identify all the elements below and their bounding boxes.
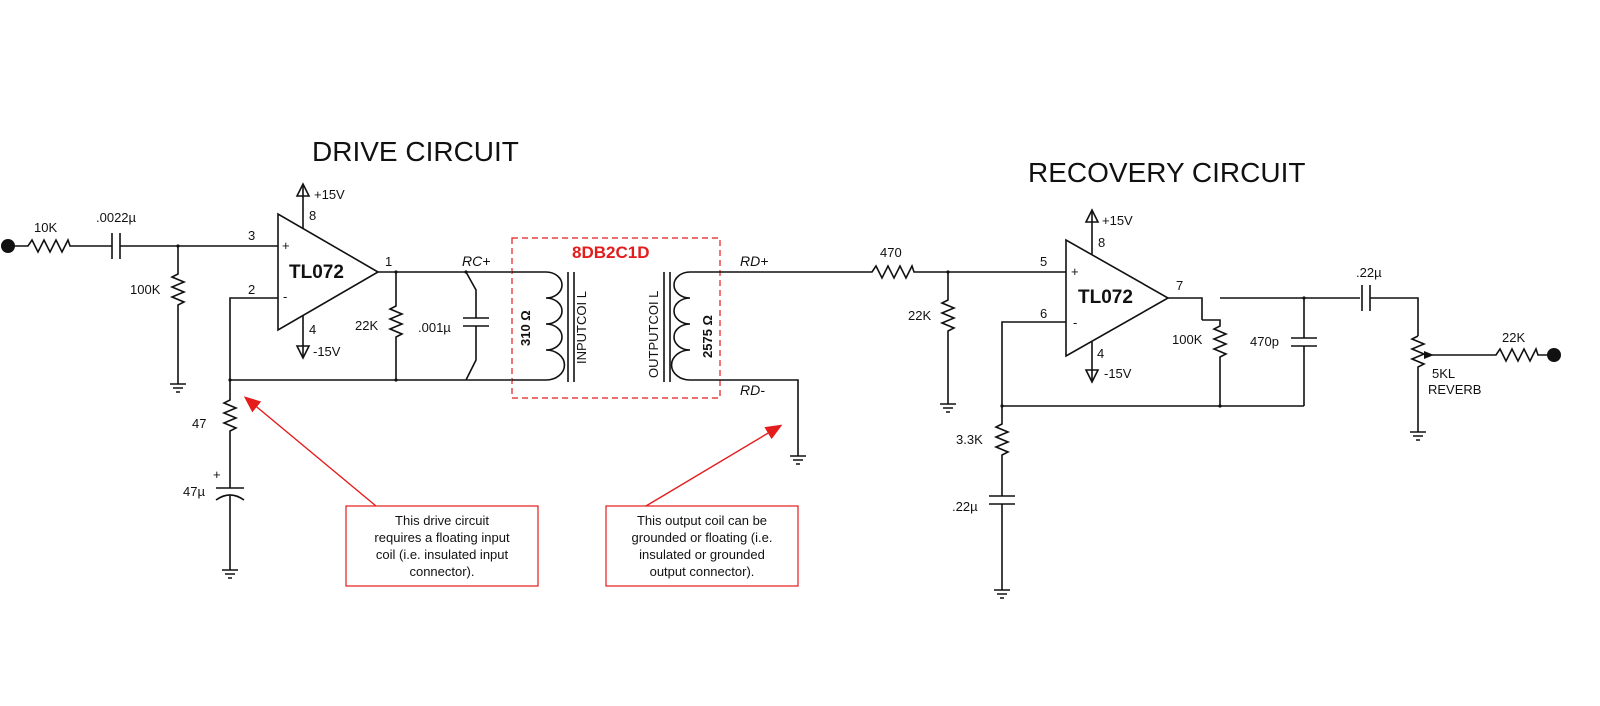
resistor-100k-recovery <box>1202 319 1229 406</box>
svg-text:-: - <box>1073 315 1077 330</box>
note-input-coil <box>345 505 539 587</box>
svg-text:8: 8 <box>1098 235 1105 250</box>
rd-minus-label: RD- <box>740 382 765 398</box>
input-coil-label: INPUTCOI L <box>574 291 589 364</box>
part-number: 8DB2C1D <box>572 243 649 262</box>
svg-text:4: 4 <box>1097 346 1104 361</box>
cap-470p-label: 470p <box>1250 334 1279 349</box>
svg-text:+: + <box>282 238 290 253</box>
svg-text:3: 3 <box>248 228 255 243</box>
svg-text:6: 6 <box>1040 306 1047 321</box>
resistor-22k-recovery-label: 22K <box>908 308 931 323</box>
output-coil-label: OUTPUTCOI L <box>646 291 661 378</box>
svg-text:7: 7 <box>1176 278 1183 293</box>
pot-name-label: REVERB <box>1428 382 1481 397</box>
svg-text:+: + <box>1071 264 1079 279</box>
svg-text:8: 8 <box>309 208 316 223</box>
svg-text:grounded or floating (i.e.: grounded or floating (i.e. <box>632 530 773 545</box>
resistor-22k-drive-label: 22K <box>355 318 378 333</box>
svg-text:connector).: connector). <box>409 564 474 579</box>
resistor-3-3k <box>993 406 1011 496</box>
svg-text:5: 5 <box>1040 254 1047 269</box>
drive-vneg: -15V <box>313 344 341 359</box>
cap-0022u-label: .0022µ <box>96 210 137 225</box>
tank-box <box>511 237 721 399</box>
resistor-22k-recovery <box>939 272 957 404</box>
output-coil-ohms: 2575 Ω <box>700 315 715 358</box>
recovery-circuit-title: RECOVERY CIRCUIT <box>1028 157 1305 188</box>
svg-text:requires a floating input: requires a floating input <box>374 530 510 545</box>
resistor-47 <box>221 380 239 488</box>
output-coil <box>670 271 720 381</box>
cap-001u-label: .001µ <box>418 320 451 335</box>
rd-plus-label: RD+ <box>740 253 768 269</box>
svg-text:coil (i.e. insulated input: coil (i.e. insulated input <box>376 547 509 562</box>
rc-plus-label: RC+ <box>462 253 490 269</box>
note-output-coil <box>605 505 799 587</box>
cap-22u-out-label: .22µ <box>1356 265 1382 280</box>
svg-text:insulated or grounded: insulated or grounded <box>639 547 765 562</box>
input-coil-ohms: 310 Ω <box>518 310 533 346</box>
resistor-100k-drive <box>169 246 187 384</box>
svg-text:This drive circuit: This drive circuit <box>395 513 489 528</box>
svg-text:2: 2 <box>248 282 255 297</box>
pot-value-label: 5KL <box>1432 366 1455 381</box>
resistor-10k-label: 10K <box>34 220 57 235</box>
svg-text:This output coil can be: This output coil can be <box>637 513 767 528</box>
svg-text:1: 1 <box>385 254 392 269</box>
pot-5kl-reverb[interactable] <box>1409 335 1427 432</box>
recovery-vneg: -15V <box>1104 366 1132 381</box>
output-terminal <box>1547 348 1561 362</box>
resistor-470 <box>720 263 1066 280</box>
cap-22u-gain-label: .22µ <box>952 499 978 514</box>
svg-text:4: 4 <box>309 322 316 337</box>
svg-text:+: + <box>213 467 221 482</box>
resistor-22k-out-label: 22K <box>1502 330 1525 345</box>
resistor-10k <box>8 237 112 254</box>
opamp-recovery-name: TL072 <box>1078 287 1133 308</box>
resistor-100k-drive-label: 100K <box>130 282 161 297</box>
recovery-vpos: +15V <box>1102 213 1133 228</box>
resistor-22k-drive <box>387 272 405 380</box>
opamp-tl072-drive <box>277 212 380 332</box>
cap-47u-label: 47µ <box>183 484 205 499</box>
svg-text:output connector).: output connector). <box>650 564 755 579</box>
resistor-22k-out <box>1432 346 1554 363</box>
resistor-470-label: 470 <box>880 245 902 260</box>
resistor-3-3k-label: 3.3K <box>956 432 983 447</box>
opamp-drive-name: TL072 <box>289 262 344 283</box>
opamp-tl072-recovery <box>1065 238 1170 358</box>
resistor-100k-recovery-label: 100K <box>1172 332 1203 347</box>
resistor-47-label: 47 <box>192 416 206 431</box>
drive-vpos: +15V <box>314 187 345 202</box>
drive-circuit-title: DRIVE CIRCUIT <box>312 136 519 167</box>
svg-text:-: - <box>283 289 287 304</box>
input-coil <box>512 271 566 381</box>
